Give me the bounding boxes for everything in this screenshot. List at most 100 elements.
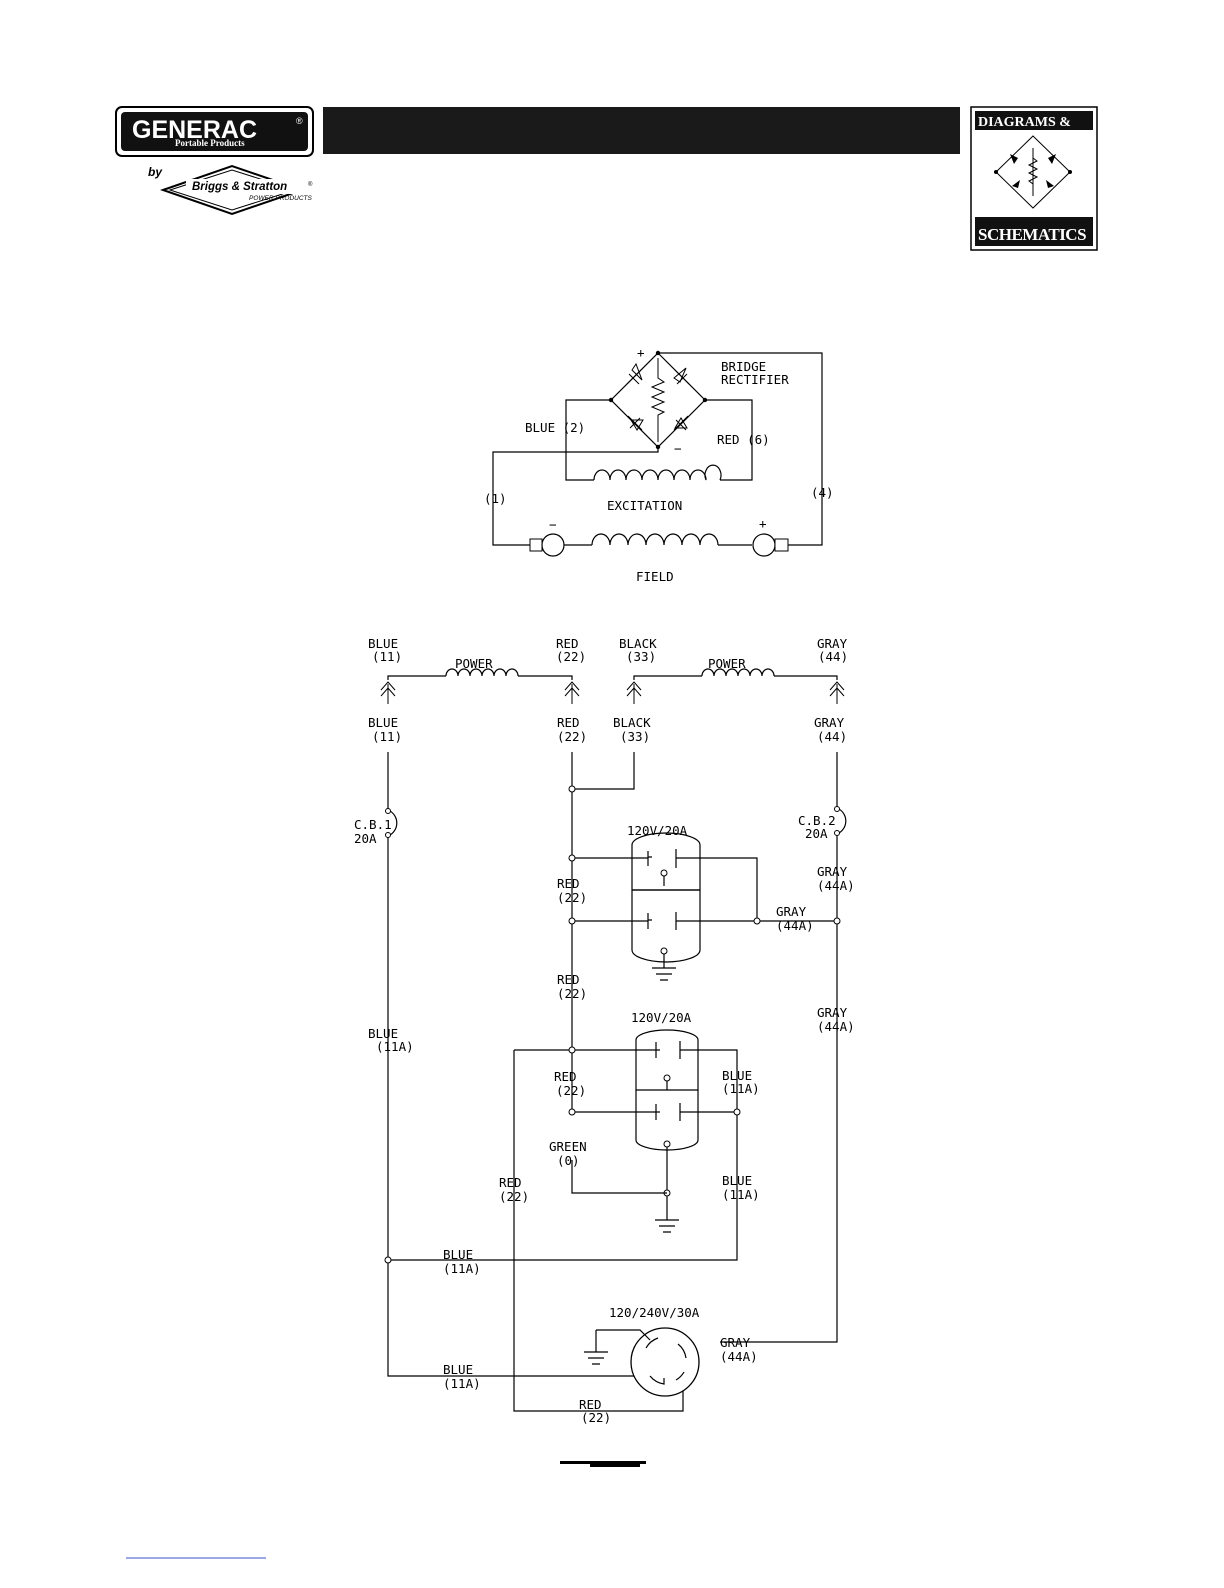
label-gray-44a-b: GRAY <box>776 904 807 919</box>
footer-rule <box>560 1461 646 1464</box>
label-11a-a: (11A) <box>376 1039 414 1054</box>
label-gray-44a-a: GRAY <box>817 864 848 879</box>
label-outlet3-rating: 120/240V/30A <box>609 1305 700 1320</box>
bridge-resistor <box>650 358 666 442</box>
label-blue-2: BLUE (2) <box>525 420 585 435</box>
label-blue-11a-b: BLUE <box>722 1068 752 1083</box>
wire-gray-44a-main <box>720 836 838 1343</box>
wire-red-22-lower <box>513 1050 684 1412</box>
field-brush-left <box>529 538 543 552</box>
power-winding-diagram: BLUE (11) POWER RED (22) BLACK (33) POWE… <box>354 636 855 1425</box>
label-11a-b: (11A) <box>722 1081 760 1096</box>
label-11-top: (11) <box>372 649 402 664</box>
diagrams-schematics-badge: DIAGRAMS & SCHEMATICS <box>970 106 1098 251</box>
label-33-conn: (33) <box>620 729 650 744</box>
briggs-reg: ® <box>308 181 313 188</box>
label-blue-11a-e: BLUE <box>443 1362 473 1377</box>
cb1-breaker <box>387 809 398 837</box>
label-red-22-b: RED <box>557 972 580 987</box>
label-blue-11a-d: BLUE <box>443 1247 473 1262</box>
label-red-22-a: RED <box>557 876 580 891</box>
bridge-rectifier-label-1: BRIDGE <box>721 359 766 374</box>
label-gray-44a-d: GRAY <box>720 1335 751 1350</box>
field-coil <box>591 533 719 546</box>
power-winding-2 <box>701 668 775 677</box>
wire-1 <box>492 447 659 546</box>
label-cb1-rating: 20A <box>354 831 377 846</box>
label-gray-top: GRAY <box>817 636 848 651</box>
wire-blue-11a-main <box>387 838 640 1377</box>
label-gray-conn: GRAY <box>814 715 845 730</box>
excitation-field-diagram: + − BRIDGE RECTIFIER BLUE (2) RED (6) (1… <box>484 345 834 584</box>
briggs-subtitle: POWER PRODUCTS <box>249 195 313 202</box>
field-plus: + <box>759 516 767 531</box>
label-22-c: (22) <box>556 1083 586 1098</box>
label-blue-top: BLUE <box>368 636 398 651</box>
label-33-top: (33) <box>626 649 656 664</box>
wire-black-33 <box>572 752 635 790</box>
label-22-d: (22) <box>499 1189 529 1204</box>
label-black-conn: BLACK <box>613 715 651 730</box>
generac-reg: ® <box>296 116 303 126</box>
bridge-diodes <box>626 362 690 431</box>
wire-red-6 <box>705 399 753 481</box>
label-field: FIELD <box>636 569 674 584</box>
outlet1-ground-icon <box>652 954 676 981</box>
label-red-6: RED (6) <box>717 432 770 447</box>
label-wire-4: (4) <box>811 485 834 500</box>
duplex-outlet-1: 120V/20A <box>627 823 701 981</box>
label-black-top: BLACK <box>619 636 657 651</box>
footer-rule-shadow <box>590 1464 640 1467</box>
bridge-minus: − <box>674 441 682 456</box>
label-22-a: (22) <box>557 890 587 905</box>
outlet2-ground-icon <box>655 1147 679 1233</box>
label-gray-44a-c: GRAY <box>817 1005 848 1020</box>
generac-logo: GENERAC ® Portable Products <box>115 106 314 157</box>
label-outlet1-rating: 120V/20A <box>627 823 688 838</box>
wire-blue-2 <box>565 399 611 481</box>
field-minus: − <box>549 517 557 532</box>
label-44a-d: (44A) <box>720 1349 758 1364</box>
badge-bridge-icon <box>994 135 1072 209</box>
label-11a-c: (11A) <box>722 1187 760 1202</box>
connectors <box>380 681 845 704</box>
label-power-1: POWER <box>455 656 493 671</box>
label-11a-d: (11A) <box>443 1261 481 1276</box>
label-red-conn: RED <box>557 715 580 730</box>
cb2-breaker <box>836 807 847 835</box>
label-11-conn: (11) <box>372 729 402 744</box>
label-wire-1: (1) <box>484 491 507 506</box>
duplex-outlet-2: 120V/20A <box>631 1010 699 1233</box>
outlet3-ground-icon <box>584 1330 608 1365</box>
label-cb1: C.B.1 <box>354 817 392 832</box>
excitation-coil <box>593 464 722 481</box>
label-0: (0) <box>557 1153 580 1168</box>
label-cb2-rating: 20A <box>805 826 828 841</box>
bridge-plus: + <box>637 345 645 360</box>
field-brush-right <box>774 538 789 552</box>
label-44-top: (44) <box>818 649 848 664</box>
label-22-top: (22) <box>556 649 586 664</box>
label-cb2: C.B.2 <box>798 813 836 828</box>
badge-top-text: DIAGRAMS & <box>978 115 1071 130</box>
label-22-e: (22) <box>581 1410 611 1425</box>
field-slipring-right <box>752 533 776 557</box>
label-power-2: POWER <box>708 656 746 671</box>
label-22-b: (22) <box>557 986 587 1001</box>
twist-lock-outlet: 120/240V/30A <box>584 1305 700 1397</box>
label-22-conn: (22) <box>557 729 587 744</box>
wire-green-0 <box>571 1160 667 1194</box>
field-slipring-left <box>541 533 565 557</box>
label-outlet2-rating: 120V/20A <box>631 1010 692 1025</box>
power-winding-1 <box>445 668 519 677</box>
label-44a-b: (44A) <box>776 918 814 933</box>
label-red-top: RED <box>556 636 579 651</box>
label-blue-11a-a: BLUE <box>368 1026 398 1041</box>
label-red-22-e: RED <box>579 1397 602 1412</box>
header-bar <box>323 107 960 154</box>
label-blue-11a-c: BLUE <box>722 1173 752 1188</box>
wire-4 <box>658 352 823 546</box>
label-excitation: EXCITATION <box>607 498 682 513</box>
